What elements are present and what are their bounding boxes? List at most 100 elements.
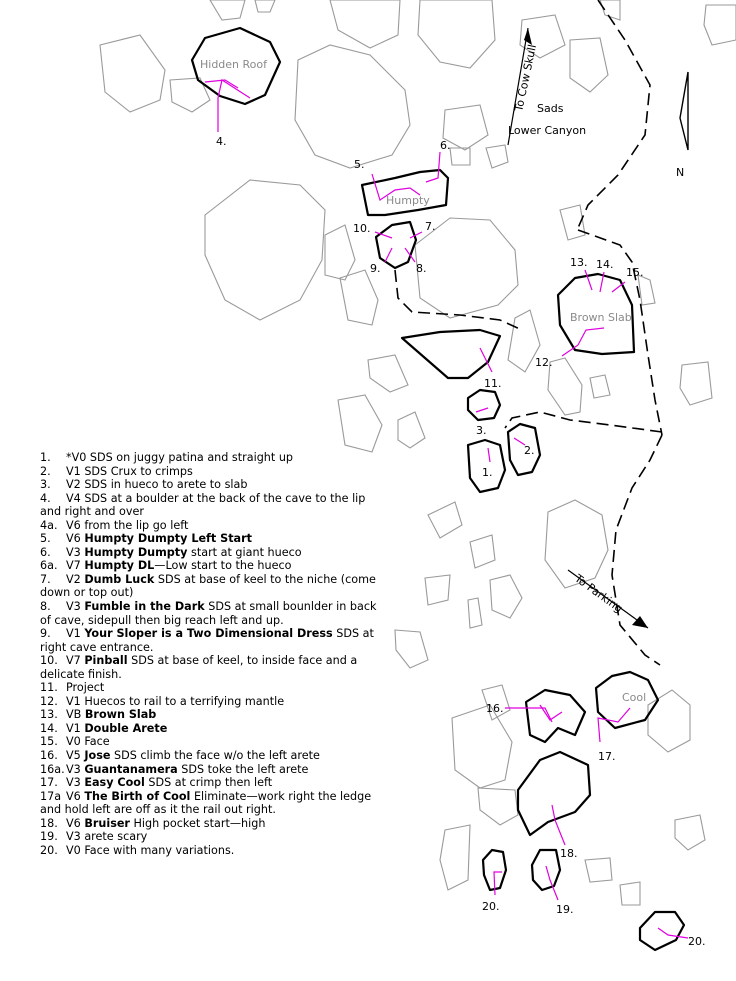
legend-description: SDS at small bounlder in back of cave, s…	[40, 600, 377, 627]
legend-number: 11.	[40, 681, 58, 695]
legend-grade: V3	[66, 545, 81, 559]
legend-row: 13. VB Brown Slab	[40, 708, 380, 722]
marker-12: 12.	[535, 356, 553, 369]
legend-route-name: Brown Slab	[84, 708, 157, 722]
legend-description: V1 Huecos to rail to a terrifying mantle	[66, 694, 285, 708]
route-legend: 1.*V0 SDS on juggy patina and straight u…	[40, 451, 380, 857]
legend-number: 9.	[40, 627, 51, 641]
legend-description: SDS at base of keel to the niche (come d…	[40, 572, 376, 600]
road-label-parking: To Parking	[571, 571, 625, 615]
legend-description: V6 from the lip go left	[66, 518, 189, 532]
marker-5: 5.	[354, 158, 365, 171]
legend-description: High pocket start—high	[133, 816, 266, 830]
legend-grade: V2	[66, 572, 81, 586]
legend-description: SDS climb the face w/o the left arete	[114, 749, 320, 763]
legend-row: 14. V1 Double Arete	[40, 722, 380, 736]
marker-10: 10.	[353, 222, 371, 235]
legend-row: 16a.V3 Guantanamera SDS toke the left ar…	[40, 763, 380, 777]
route-lines	[204, 79, 689, 939]
legend-number: 10.	[40, 654, 58, 668]
road-label-cow-skull: To Cow Skull	[512, 43, 539, 113]
legend-route-name: The Birth of Cool	[84, 789, 191, 803]
legend-number: 16a.	[40, 762, 65, 776]
legend-description: SDS at right cave entrance.	[40, 627, 374, 654]
marker-2: 2.	[524, 444, 535, 457]
legend-route-name: Jose	[84, 749, 111, 763]
legend-grade: V5	[66, 749, 81, 763]
legend-row: 3.V2 SDS in hueco to arete to slab	[40, 478, 380, 492]
marker-8: 8.	[416, 262, 427, 275]
legend-row: 6a.V7 Humpty DL—Low start to the hueco	[40, 559, 380, 573]
marker-16: 16.	[486, 702, 504, 715]
legend-route-name: Double Arete	[84, 721, 168, 735]
legend-number: 7.	[40, 572, 51, 586]
legend-number: 14.	[40, 721, 58, 735]
legend-number: 6a.	[40, 559, 58, 573]
legend-grade: V3	[66, 762, 81, 776]
marker-19: 19.	[556, 903, 574, 916]
legend-row: 5.V6 Humpty Dumpty Left Start	[40, 532, 380, 546]
marker-1: 1.	[482, 466, 493, 479]
legend-grade: V6	[66, 789, 81, 803]
legend-route-name: Humpty Dumpty Left Start	[84, 532, 252, 546]
legend-grade: V7	[66, 559, 81, 573]
marker-20a: 20.	[482, 900, 500, 913]
legend-number: 19.	[40, 830, 58, 844]
legend-description: start at giant hueco	[191, 545, 302, 559]
marker-20b: 20.	[688, 935, 706, 948]
legend-row: 10.V7 Pinball SDS at base of keel, to in…	[40, 654, 380, 681]
boulder-name-hidden-roof: Hidden Roof	[200, 58, 268, 71]
legend-description: V3 arete scary	[66, 830, 148, 844]
marker-15: 15.	[626, 266, 644, 279]
legend-row: 4a.V6 from the lip go left	[40, 519, 380, 533]
legend-row: 7. V2 Dumb Luck SDS at base of keel to th…	[40, 573, 380, 600]
background-boulders	[99, 0, 736, 906]
trails	[394, 0, 663, 666]
legend-grade: V1	[66, 721, 81, 735]
legend-number: 13.	[40, 708, 58, 722]
legend-route-name: Humpty Dumpty	[84, 545, 188, 559]
legend-row: 17.V3 Easy Cool SDS at crimp then left	[40, 776, 380, 790]
marker-14: 14.	[596, 258, 614, 271]
legend-row: 1.*V0 SDS on juggy patina and straight u…	[40, 451, 380, 465]
legend-route-name: Easy Cool	[84, 776, 145, 790]
legend-number: 8.	[40, 600, 51, 614]
legend-number: 16.	[40, 749, 58, 763]
legend-row: 2.V1 SDS Crux to crimps	[40, 465, 380, 479]
legend-description: —Low start to the hueco	[154, 559, 292, 573]
legend-row: 11. Project	[40, 681, 380, 695]
legend-grade: V1	[66, 627, 81, 641]
legend-description: Project	[66, 681, 105, 695]
marker-11: 11.	[484, 377, 502, 390]
legend-number: 17.	[40, 776, 58, 790]
legend-number: 5.	[40, 532, 51, 546]
legend-description: V0 Face with many variations.	[66, 843, 235, 857]
road-to-parking: To Parking	[567, 569, 649, 629]
boulder-name-cool: Cool	[622, 691, 646, 704]
north-label: N	[676, 166, 684, 179]
legend-description: SDS toke the left arete	[181, 762, 309, 776]
legend-number: 20.	[40, 843, 58, 857]
legend-route-name: Pinball	[84, 654, 128, 668]
legend-number: 1.	[40, 451, 51, 464]
legend-number: 3.	[40, 478, 51, 492]
route-markers: 1. 2. 3. 4. 5. 6. 7. 8. 9. 10. 11. 12. 1…	[216, 135, 706, 948]
marker-4: 4.	[216, 135, 227, 148]
legend-description: SDS at crimp then left	[148, 776, 273, 790]
legend-description: V0 Face	[66, 735, 110, 749]
legend-grade: V7	[66, 654, 81, 668]
legend-route-name: Bruiser	[84, 816, 130, 830]
legend-route-name: Dumb Luck	[84, 572, 155, 586]
legend-row: 12.V1 Huecos to rail to a terrifying man…	[40, 695, 380, 709]
legend-grade: VB	[66, 708, 82, 722]
legend-row: 6.V3 Humpty Dumpty start at giant hueco	[40, 546, 380, 560]
marker-9: 9.	[370, 262, 381, 275]
legend-grade: V6	[66, 816, 81, 830]
legend-row: 18.V6 Bruiser High pocket start—high	[40, 817, 380, 831]
legend-row: 9.V1 Your Sloper is a Two Dimensional Dr…	[40, 627, 380, 654]
boulder-names: Hidden Roof Humpty Brown Slab Cool	[200, 58, 646, 704]
legend-row: 4.V4 SDS at a boulder at the back of the…	[40, 492, 380, 519]
legend-description: V1 SDS Crux to crimps	[66, 464, 193, 478]
